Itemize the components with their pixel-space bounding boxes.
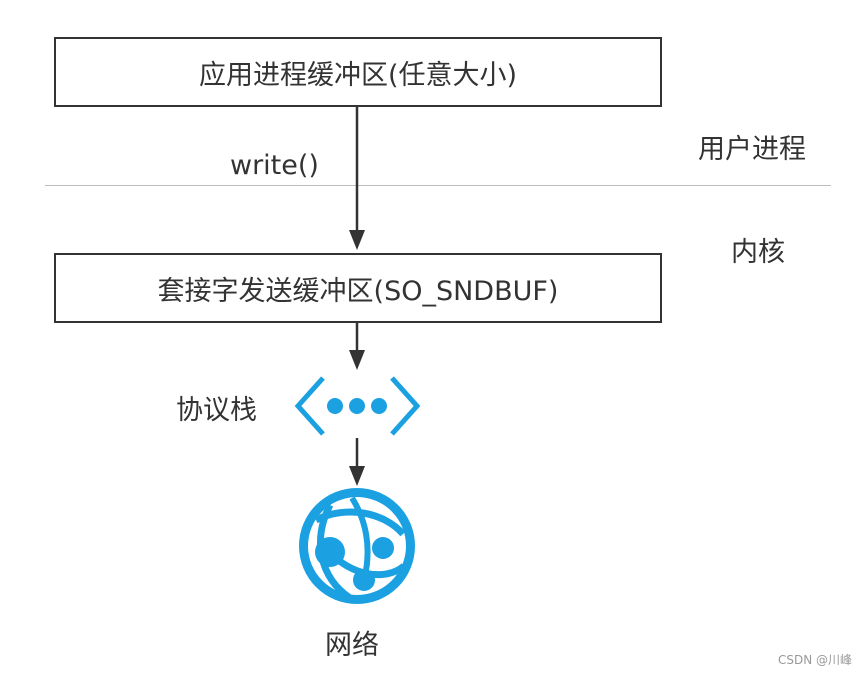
write-call-label: write()	[230, 150, 319, 181]
user-kernel-divider	[45, 185, 831, 186]
ellipsis-brackets-icon	[294, 376, 421, 436]
user-process-label: 用户进程	[698, 134, 806, 165]
network-label: 网络	[325, 630, 379, 661]
protocol-stack-label: 协议栈	[176, 395, 257, 426]
app-buffer-label: 应用进程缓冲区(任意大小)	[198, 59, 518, 91]
arrow-protocol-to-network	[349, 438, 365, 486]
socket-send-buffer-label: 套接字发送缓冲区(SO_SNDBUF)	[157, 275, 559, 307]
watermark: CSDN @川峰	[777, 653, 852, 667]
arrow-app-to-socket	[349, 107, 365, 250]
kernel-label: 内核	[731, 237, 785, 268]
globe-icon	[299, 488, 415, 604]
socket-send-buffer-box: 套接字发送缓冲区(SO_SNDBUF)	[54, 253, 662, 323]
app-buffer-box: 应用进程缓冲区(任意大小)	[54, 37, 662, 107]
arrow-socket-to-protocol	[349, 323, 365, 370]
